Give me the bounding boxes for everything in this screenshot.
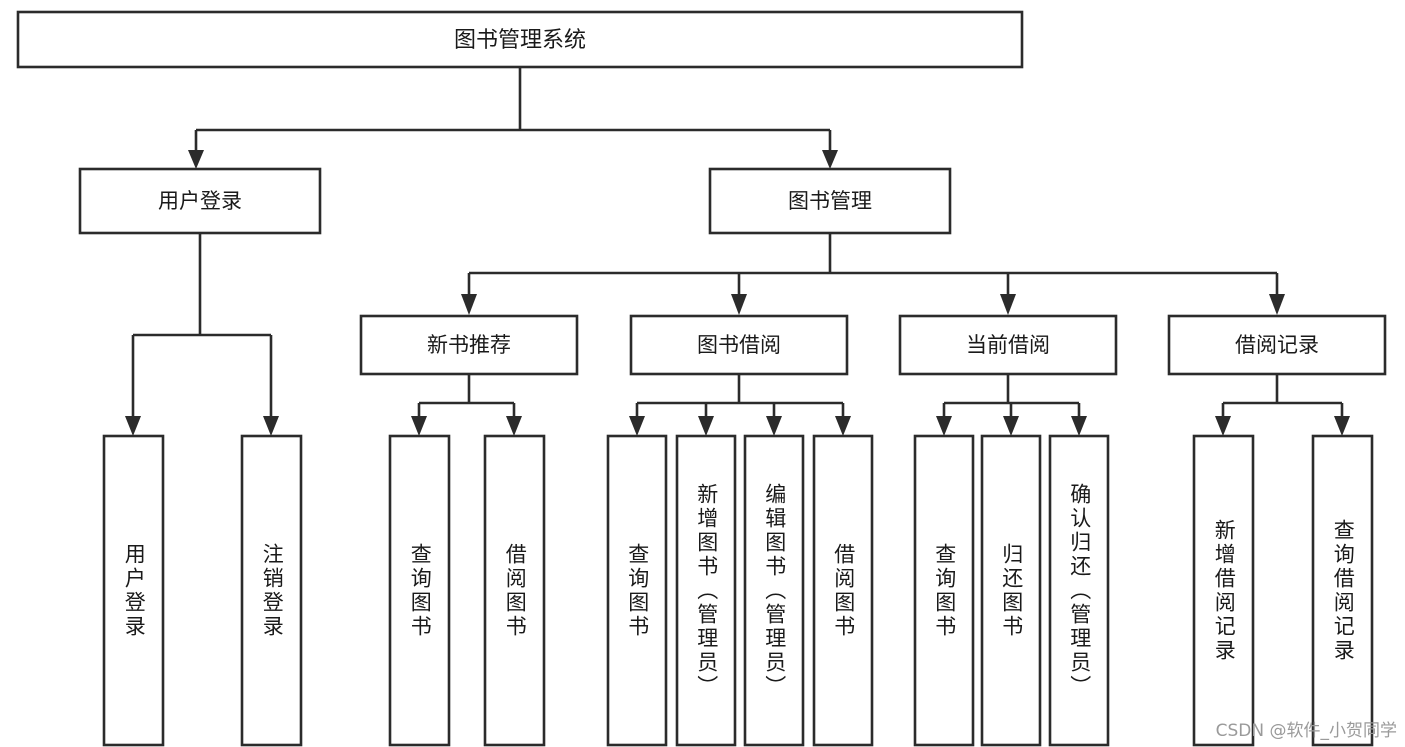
leaf-box-user-login-1[interactable] [102, 434, 165, 747]
arrow-icon-borrow-1 [629, 416, 645, 436]
node-root-box[interactable] [16, 10, 1024, 69]
node-book-manage-label: 图书管理 [788, 189, 872, 213]
leaf-box-current-2[interactable] [980, 434, 1042, 747]
leaf-box-current-3[interactable] [1048, 434, 1110, 747]
node-new-book-recommend-box[interactable] [359, 314, 579, 376]
arrow-icon-level3-2 [731, 294, 747, 315]
watermark-text: CSDN @软件_小贺同学 [1215, 721, 1397, 741]
node-book-borrow-label: 图书借阅 [697, 333, 781, 357]
leaf-box-borrow-4[interactable] [812, 434, 874, 747]
node-root-label: 图书管理系统 [454, 28, 586, 53]
arrow-icon-level3-4 [1269, 294, 1285, 315]
leaf-box-recommend-2[interactable] [483, 434, 546, 747]
arrow-icon-recommend-1 [411, 416, 427, 436]
leaf-box-borrow-1[interactable] [606, 434, 668, 747]
node-new-book-recommend-label: 新书推荐 [427, 333, 511, 357]
leaf-box-record-2[interactable] [1311, 434, 1374, 747]
node-borrow-record-label: 借阅记录 [1235, 333, 1319, 357]
arrow-icon-borrow-3 [766, 416, 782, 436]
leaf-box-current-1[interactable] [913, 434, 975, 747]
node-user-login-label: 用户登录 [158, 189, 242, 213]
arrow-icon-level3-3 [1000, 294, 1016, 315]
node-book-manage-box[interactable] [708, 167, 952, 235]
arrow-icon-current-1 [936, 416, 952, 436]
arrow-icon-record-2 [1334, 416, 1350, 436]
arrow-icon-user-login-1 [125, 416, 141, 436]
arrow-icon-level3-1 [461, 294, 477, 315]
leaf-box-record-1[interactable] [1192, 434, 1255, 747]
arrow-icon-current-3 [1071, 416, 1087, 436]
leaf-box-user-login-2[interactable] [240, 434, 303, 747]
leaf-box-borrow-2[interactable] [675, 434, 737, 747]
node-current-borrow-box[interactable] [898, 314, 1118, 376]
node-book-borrow-box[interactable] [629, 314, 849, 376]
arrow-icon-user-login-2 [263, 416, 279, 436]
node-borrow-record-box[interactable] [1167, 314, 1387, 376]
arrow-icon-record-1 [1215, 416, 1231, 436]
leaf-box-recommend-1[interactable] [388, 434, 451, 747]
arrow-icon-recommend-2 [506, 416, 522, 436]
node-current-borrow-label: 当前借阅 [966, 333, 1050, 357]
leaf-box-borrow-3[interactable] [743, 434, 805, 747]
arrow-icon-current-2 [1003, 416, 1019, 436]
arrow-icon-level2-2 [822, 150, 838, 169]
arrow-icon-borrow-4 [835, 416, 851, 436]
arrow-icon-level2-1 [188, 150, 204, 169]
arrow-icon-borrow-2 [698, 416, 714, 436]
